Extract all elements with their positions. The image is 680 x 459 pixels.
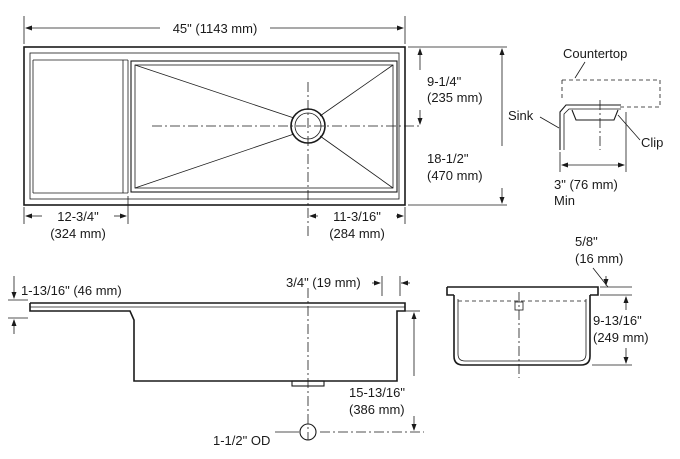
arrowhead: [623, 296, 629, 303]
bowl-slope-line: [134, 133, 295, 189]
leader-line: [539, 116, 560, 129]
clip-label: Clip: [641, 135, 663, 150]
drain-offset-top-mm-label: (235 mm): [427, 90, 483, 105]
bowl-end-profile: [453, 295, 591, 366]
top-view: 45" (1143 mm) 9-1/4" (235 mm): [23, 16, 507, 241]
leader-line: [617, 114, 641, 141]
rim-thickness-mm-label: (16 mm): [575, 251, 623, 266]
side-view: 1-13/16" (46 mm) 3/4" (19 mm) 15-13/16" …: [8, 275, 424, 448]
bowl-height-label: 9-13/16": [593, 313, 642, 328]
overall-depth-mm-label: (470 mm): [427, 168, 483, 183]
rim-profile: [446, 287, 454, 296]
arrowhead: [25, 25, 32, 31]
ledge-height-label: 1-13/16" (46 mm): [21, 283, 122, 298]
arrowhead: [499, 48, 505, 55]
bowl-height-mm-label: (249 mm): [593, 330, 649, 345]
bowl-slope-line: [319, 64, 394, 117]
arrowhead: [25, 213, 32, 219]
arrowhead: [623, 357, 629, 364]
drain-offset-top-label: 9-1/4": [427, 74, 462, 89]
min-clearance-label: 3" (76 mm): [554, 177, 618, 192]
overall-depth-label: 18-1/2": [427, 151, 469, 166]
end-view: 5/8" (16 mm) 9-13/16" (249 mm): [446, 234, 649, 378]
arrowhead: [417, 118, 423, 125]
sink-wall-inner: [563, 108, 621, 150]
countertop-outline: [562, 79, 661, 108]
arrowhead: [411, 424, 417, 431]
sink-label: Sink: [508, 108, 534, 123]
bowl-depth-label: 15-13/16": [349, 385, 405, 400]
sink-wall: [559, 104, 621, 150]
arrowhead: [618, 162, 625, 168]
rim-profile: [447, 286, 599, 296]
arrowhead: [417, 48, 423, 55]
arrowhead: [120, 213, 127, 219]
drain-offset-right-mm-label: (284 mm): [329, 226, 385, 241]
rim-thickness-label: 5/8": [575, 234, 598, 249]
arrowhead: [11, 292, 17, 299]
arrowhead: [397, 25, 404, 31]
arrowhead: [309, 213, 316, 219]
leader-line: [574, 61, 586, 79]
arrowhead: [603, 279, 609, 286]
installation-detail: Countertop Sink Clip 3" (76 mm) Min: [508, 46, 663, 208]
drain-od-circle: [299, 423, 317, 441]
ledge-width-label: 12-3/4": [57, 209, 99, 224]
rim-offset-label: 3/4" (19 mm): [286, 275, 361, 290]
bowl-outline: [130, 60, 398, 193]
bowl-inner-outline: [134, 64, 394, 189]
arrowhead: [11, 319, 17, 326]
bowl-slope-line: [134, 64, 295, 119]
overall-width-label: 45" (1143 mm): [173, 21, 258, 36]
bowl-slope-line: [319, 135, 394, 189]
countertop-label: Countertop: [563, 46, 627, 61]
arrowhead: [397, 213, 404, 219]
arrowhead: [374, 280, 381, 286]
drain-offset-right-label: 11-3/16": [333, 209, 381, 224]
ledge-width-mm-label: (324 mm): [50, 226, 106, 241]
arrowhead: [411, 312, 417, 319]
sink-side-profile: [29, 302, 406, 382]
min-label: Min: [554, 193, 575, 208]
drain-od-label: 1-1/2" OD: [213, 433, 270, 448]
mounting-clip: [571, 109, 619, 121]
arrowhead: [499, 197, 505, 204]
arrowhead: [561, 162, 568, 168]
bowl-depth-mm-label: (386 mm): [349, 402, 405, 417]
bowl-end-inner-profile: [457, 299, 587, 362]
